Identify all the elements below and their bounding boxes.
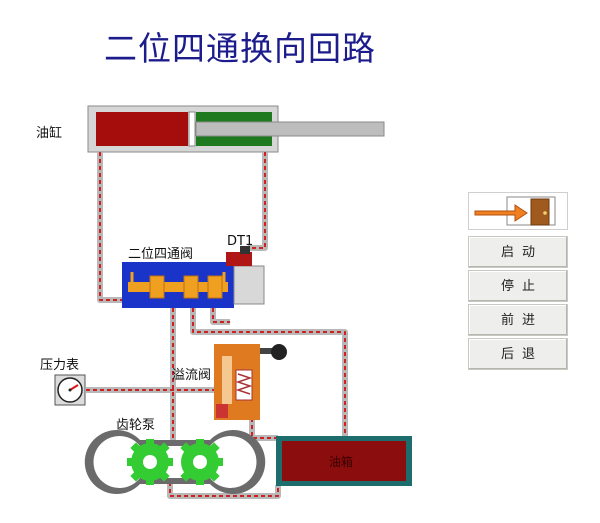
gear-pump bbox=[84, 430, 266, 495]
control-panel: 启动 停止 前进 后退 bbox=[466, 192, 570, 370]
stop-button[interactable]: 停止 bbox=[468, 270, 568, 302]
cylinder-label: 油缸 bbox=[36, 126, 63, 141]
four-way-valve bbox=[122, 246, 265, 308]
oil-tank bbox=[276, 436, 412, 486]
door-exit-arrow-icon bbox=[474, 196, 556, 226]
page-title: 二位四通换向回路 bbox=[104, 29, 376, 68]
valve-label: 二位四通阀 bbox=[128, 247, 194, 262]
valve-end-cap bbox=[233, 265, 265, 305]
gear-icon bbox=[180, 439, 223, 485]
forward-button[interactable]: 前进 bbox=[468, 304, 568, 336]
gear-icon bbox=[127, 439, 173, 485]
relief-valve bbox=[214, 344, 287, 420]
start-button[interactable]: 启动 bbox=[468, 236, 568, 268]
cylinder-chamber-left bbox=[96, 112, 188, 146]
piston bbox=[188, 111, 196, 147]
tank-label: 油箱 bbox=[329, 455, 354, 469]
gauge-label: 压力表 bbox=[40, 358, 80, 373]
relief-valve-label: 溢流阀 bbox=[172, 368, 212, 383]
solenoid-dt1 bbox=[226, 252, 252, 266]
pump-label: 齿轮泵 bbox=[116, 418, 156, 433]
pressure-gauge-icon bbox=[54, 374, 86, 406]
exit-button[interactable] bbox=[468, 192, 568, 230]
cylinder bbox=[87, 105, 385, 153]
solenoid-label: DT1 bbox=[227, 234, 254, 249]
piston-rod bbox=[195, 121, 385, 137]
back-button[interactable]: 后退 bbox=[468, 338, 568, 370]
